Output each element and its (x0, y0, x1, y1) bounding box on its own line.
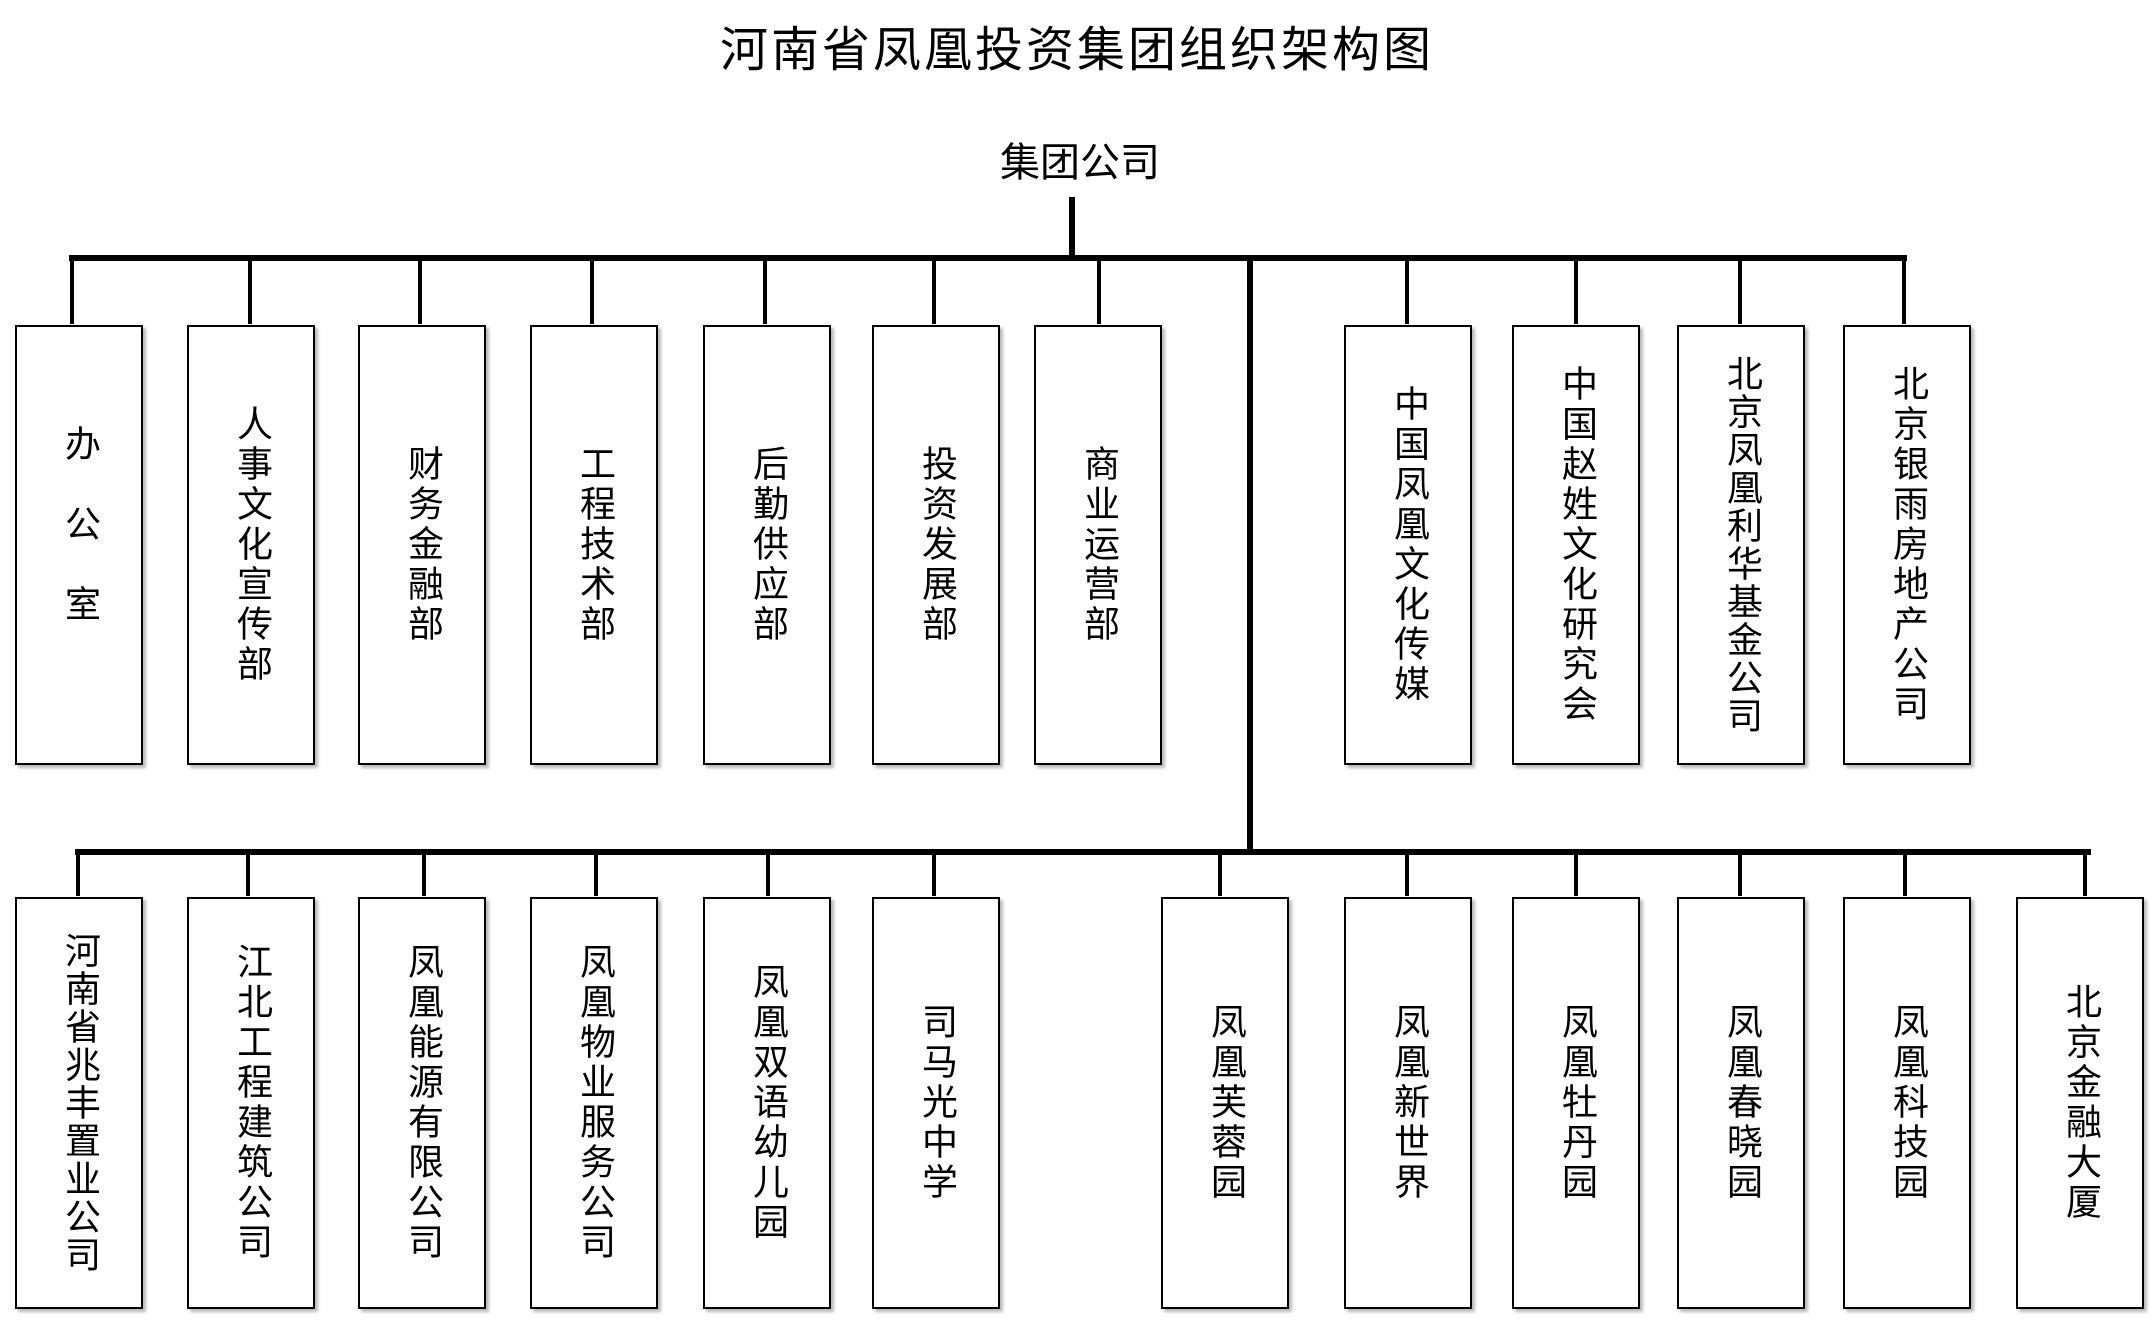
dept-label: 商业运营部 (1078, 445, 1119, 645)
project-label: 北京金融大厦 (2060, 983, 2101, 1223)
project-box-chunxiao: 凤凰春晓园 (1677, 897, 1805, 1309)
project-box-tech-park: 凤凰科技园 (1843, 897, 1971, 1309)
affiliate-box-media: 中国凤凰文化传媒 (1344, 325, 1472, 765)
project-box-new-world: 凤凰新世界 (1344, 897, 1472, 1309)
dept-box-investment: 投资发展部 (872, 325, 1000, 765)
dept-box-office: 办公室 (15, 325, 143, 765)
affiliate-box-lihua-fund: 北京凤凰利华基金公司 (1677, 325, 1805, 765)
dept-label: 后勤供应部 (747, 445, 788, 645)
affiliate-box-yinyu-realestate: 北京银雨房地产公司 (1843, 325, 1971, 765)
project-label: 凤凰牡丹园 (1556, 1003, 1597, 1203)
project-label: 凤凰新世界 (1388, 1003, 1429, 1203)
project-box-peony: 凤凰牡丹园 (1512, 897, 1640, 1309)
subsidiary-label: 司马光中学 (916, 1003, 957, 1203)
affiliate-label: 中国赵姓文化研究会 (1556, 365, 1597, 725)
subsidiary-box-kindergarten: 凤凰双语幼儿园 (703, 897, 831, 1309)
subsidiary-label: 凤凰能源有限公司 (402, 943, 443, 1263)
affiliate-box-zhao-research: 中国赵姓文化研究会 (1512, 325, 1640, 765)
project-box-furong: 凤凰芙蓉园 (1161, 897, 1289, 1309)
dept-box-engineering: 工程技术部 (530, 325, 658, 765)
subsidiary-box-middle-school: 司马光中学 (872, 897, 1000, 1309)
subsidiary-box-jiangbei: 江北工程建筑公司 (187, 897, 315, 1309)
subsidiary-box-zhaofeng: 河南省兆丰置业公司 (15, 897, 143, 1309)
subsidiary-label: 河南省兆丰置业公司 (59, 932, 100, 1274)
dept-box-finance: 财务金融部 (358, 325, 486, 765)
affiliate-label: 北京凤凰利华基金公司 (1721, 355, 1762, 735)
subsidiary-box-energy: 凤凰能源有限公司 (358, 897, 486, 1309)
dept-label: 财务金融部 (402, 445, 443, 645)
root-node-label: 集团公司 (1000, 140, 1160, 186)
chart-title: 河南省凤凰投资集团组织架构图 (719, 22, 1434, 78)
dept-box-commerce: 商业运营部 (1034, 325, 1162, 765)
project-label: 凤凰春晓园 (1721, 1003, 1762, 1203)
subsidiary-label: 凤凰物业服务公司 (574, 943, 615, 1263)
affiliate-label: 中国凤凰文化传媒 (1388, 385, 1429, 705)
project-box-finance-tower: 北京金融大厦 (2016, 897, 2144, 1309)
dept-label: 办公室 (59, 425, 100, 665)
dept-label: 人事文化宣传部 (231, 405, 272, 685)
subsidiary-label: 凤凰双语幼儿园 (747, 963, 788, 1243)
dept-box-hr-culture: 人事文化宣传部 (187, 325, 315, 765)
subsidiary-label: 江北工程建筑公司 (231, 943, 272, 1263)
dept-label: 工程技术部 (574, 445, 615, 645)
project-label: 凤凰科技园 (1887, 1003, 1928, 1203)
subsidiary-box-property: 凤凰物业服务公司 (530, 897, 658, 1309)
dept-label: 投资发展部 (916, 445, 957, 645)
dept-box-logistics: 后勤供应部 (703, 325, 831, 765)
project-label: 凤凰芙蓉园 (1205, 1003, 1246, 1203)
affiliate-label: 北京银雨房地产公司 (1887, 365, 1928, 725)
